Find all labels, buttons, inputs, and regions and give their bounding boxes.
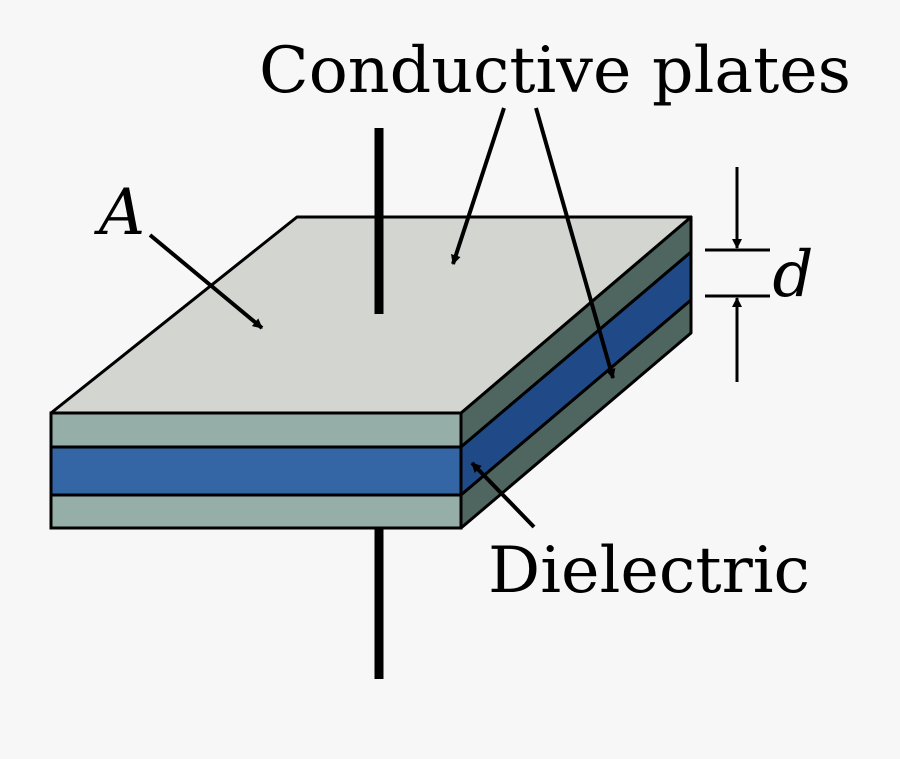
bottom-plate-front-face	[49, 493, 463, 530]
area-label: A	[94, 176, 145, 250]
dielectric-label: Dielectric	[488, 534, 810, 608]
distance-label: d	[773, 238, 814, 312]
dielectric-front-face	[49, 445, 463, 497]
top-plate-top-face	[49, 215, 693, 415]
conductive-plates-label: Conductive plates	[259, 34, 851, 108]
conductive-plates-arrow-top	[451, 107, 506, 265]
area-arrow	[148, 233, 264, 330]
top-plate-front-face	[49, 411, 463, 449]
conductive-plates-arrow-bottom	[534, 107, 616, 379]
dielectric-arrow	[470, 461, 536, 529]
distance-dimension	[705, 167, 770, 382]
